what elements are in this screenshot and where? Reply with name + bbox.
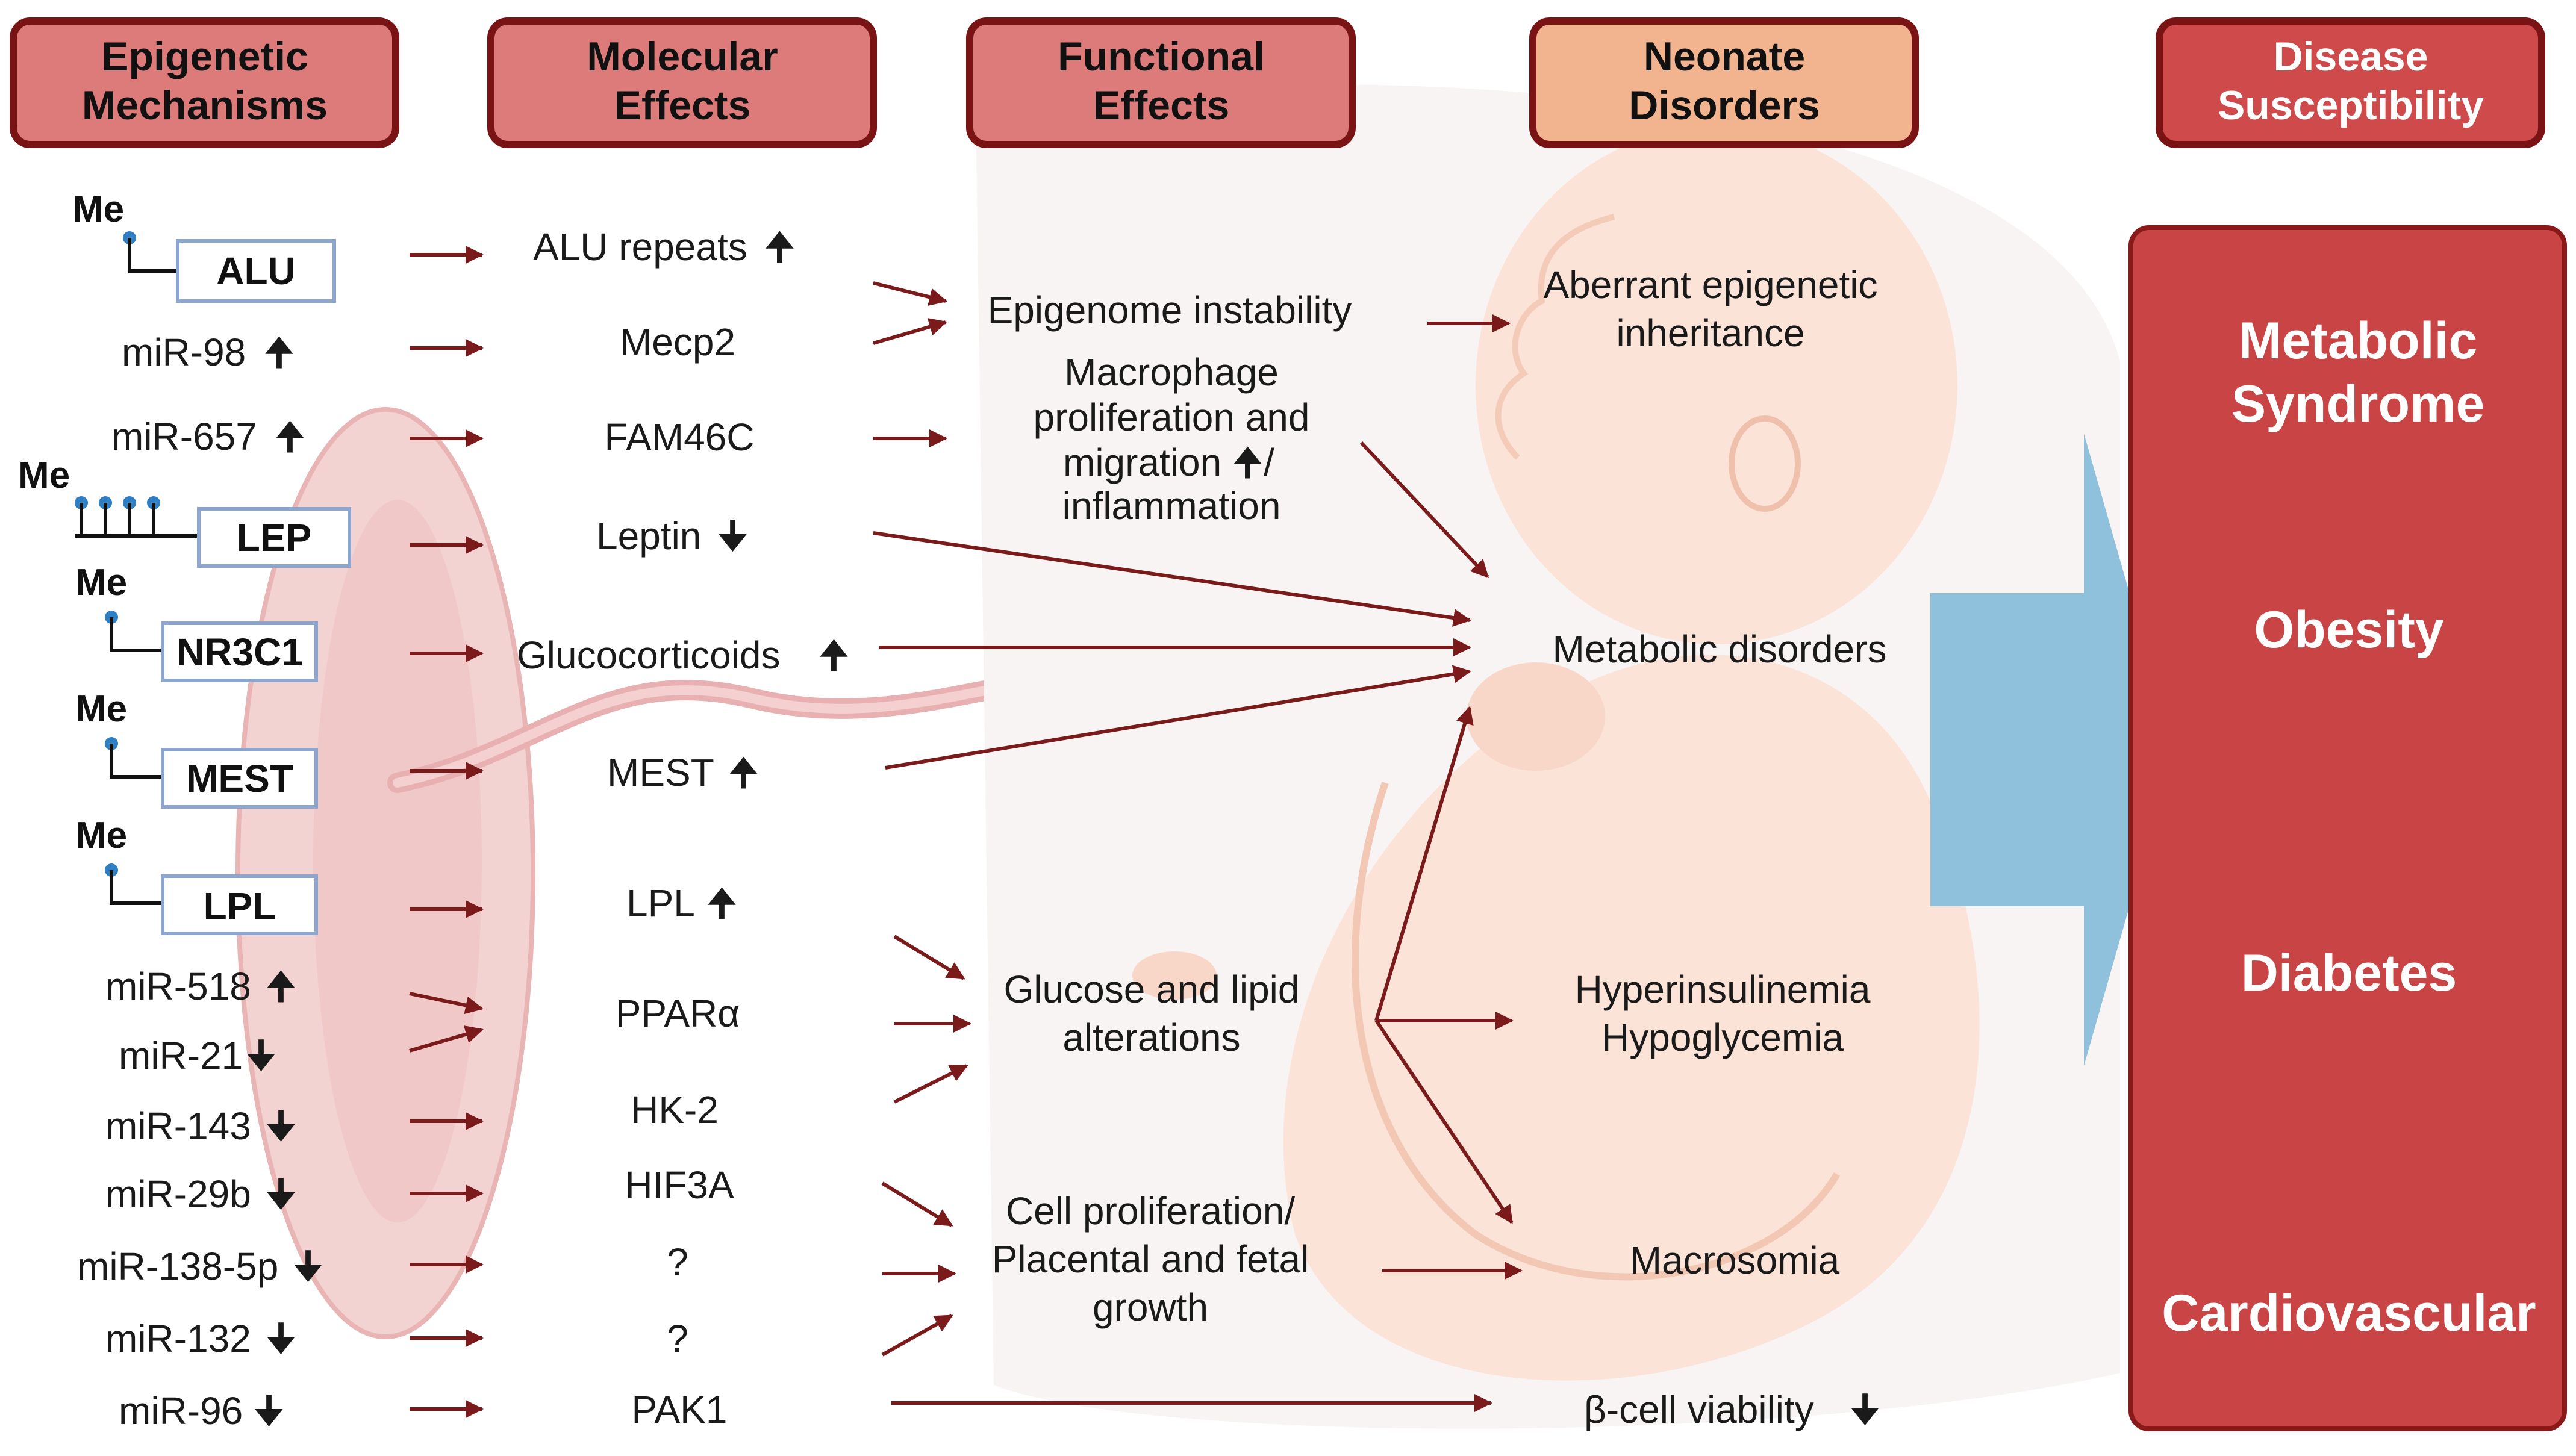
mol-unknown-2: ? xyxy=(667,1317,688,1360)
neo-hyper-2: Hypoglycemia xyxy=(1601,1016,1844,1059)
svg-text:Me: Me xyxy=(75,562,127,603)
mir29b-down-arrow: 🠋 xyxy=(265,1172,297,1216)
alu-up-arrow: 🠉 xyxy=(764,225,796,269)
disease-metabolic-syndrome: Metabolic xyxy=(2239,312,2478,370)
glucocorticoids-up-arrow: 🠉 xyxy=(818,633,850,677)
mech-nr3c1: Me NR3C1 xyxy=(75,562,318,682)
mech-alu: Me ALU xyxy=(72,188,336,303)
func-macrophage-4: inflammation xyxy=(1062,484,1281,527)
mest-up-arrow: 🠉 xyxy=(728,751,759,794)
mech-mir98: miR-98 xyxy=(122,331,246,374)
mech-lpl: Me LPL xyxy=(75,815,318,935)
arrows-func-to-neo xyxy=(1359,314,1523,1280)
disease-panel: Metabolic Syndrome Obesity Diabetes Card… xyxy=(2128,225,2567,1431)
header-functional-effects: Functional Effects xyxy=(966,17,1356,148)
mech-mir657: miR-657 xyxy=(111,415,257,458)
func-cell-prolif-3: growth xyxy=(1093,1286,1208,1329)
svg-text:Me: Me xyxy=(75,688,127,730)
mech-mir132: miR-132 xyxy=(105,1317,251,1360)
svg-text:Me: Me xyxy=(18,455,70,496)
disease-metabolic-syndrome-line2: Syndrome xyxy=(2231,375,2485,433)
func-glucose-1: Glucose and lipid xyxy=(1004,968,1300,1011)
mol-mest: MEST xyxy=(607,751,714,794)
svg-text:Me: Me xyxy=(72,188,124,230)
mir132-down-arrow: 🠋 xyxy=(265,1317,297,1360)
svg-text:Mechanisms: Mechanisms xyxy=(82,82,328,128)
svg-text:NR3C1: NR3C1 xyxy=(176,630,303,674)
mech-mir29b: miR-29b xyxy=(105,1172,251,1216)
mir518-up-arrow: 🠉 xyxy=(265,965,297,1008)
svg-text:MEST: MEST xyxy=(186,757,293,800)
mech-mir96: miR-96 xyxy=(119,1389,243,1433)
mir657-up-arrow: 🠉 xyxy=(274,415,306,458)
neo-hyper-1: Hyperinsulinemia xyxy=(1575,968,1871,1011)
func-macrophage-slash: / xyxy=(1264,441,1274,484)
svg-text:ALU: ALU xyxy=(216,249,296,293)
mol-pak1: PAK1 xyxy=(632,1388,728,1431)
func-cell-prolif-1: Cell proliferation/ xyxy=(1006,1189,1295,1233)
svg-text:Susceptibility: Susceptibility xyxy=(2218,82,2484,128)
mech-mir138: miR-138-5p xyxy=(77,1245,278,1288)
mol-hk2: HK-2 xyxy=(631,1088,719,1131)
mol-leptin: Leptin xyxy=(596,514,701,558)
svg-text:Me: Me xyxy=(75,815,127,856)
mech-mir21: miR-21 xyxy=(119,1034,243,1077)
lpl-up-arrow: 🠉 xyxy=(706,882,738,925)
func-macrophage-1: Macrophage xyxy=(1064,350,1279,394)
neo-macrosomia: Macrosomia xyxy=(1630,1239,1840,1282)
svg-text:Disorders: Disorders xyxy=(1629,82,1820,128)
neo-beta-cell: β-cell viability xyxy=(1584,1388,1814,1431)
func-macrophage-2: proliferation and xyxy=(1034,396,1310,439)
header-neonate-disorders: Neonate Disorders xyxy=(1529,17,1919,148)
leptin-down-arrow: 🠋 xyxy=(717,514,749,558)
mol-hif3a: HIF3A xyxy=(625,1163,734,1207)
svg-text:Effects: Effects xyxy=(614,82,751,128)
func-glucose-2: alterations xyxy=(1062,1016,1240,1059)
neo-aberrant-2: inheritance xyxy=(1616,311,1804,355)
mir21-down-arrow: 🠋 xyxy=(245,1034,277,1077)
header-epigenetic-mechanisms: Epigenetic Mechanisms xyxy=(10,17,399,148)
disease-obesity: Obesity xyxy=(2254,601,2444,659)
svg-text:Epigenetic: Epigenetic xyxy=(101,34,308,79)
mir143-down-arrow: 🠋 xyxy=(265,1104,297,1148)
mol-lpl: LPL xyxy=(626,882,695,925)
neo-metabolic-disorders: Metabolic disorders xyxy=(1553,627,1887,671)
svg-text:Functional: Functional xyxy=(1058,34,1265,79)
mech-lep: Me LEP xyxy=(18,455,351,568)
svg-text:Effects: Effects xyxy=(1093,82,1230,128)
svg-text:LEP: LEP xyxy=(237,516,311,559)
arrows-mol-to-func xyxy=(873,281,1492,1412)
mech-mest: Me MEST xyxy=(75,688,318,809)
mol-fam46c: FAM46C xyxy=(605,415,755,459)
mol-alu-repeats: ALU repeats xyxy=(533,225,747,269)
disease-cardiovascular: Cardiovascular xyxy=(2162,1284,2536,1342)
mol-unknown-1: ? xyxy=(667,1240,688,1284)
func-macrophage-3: migration xyxy=(1063,441,1221,484)
disease-diabetes: Diabetes xyxy=(2241,944,2457,1002)
neo-aberrant-1: Aberrant epigenetic xyxy=(1543,263,1877,306)
mir96-down-arrow: 🠋 xyxy=(253,1389,285,1433)
arrows-mech-to-mol xyxy=(409,246,484,1418)
header-molecular-effects: Molecular Effects xyxy=(487,17,877,148)
mol-ppara: PPARα xyxy=(616,992,740,1035)
mol-glucocorticoids: Glucocorticoids xyxy=(517,633,781,677)
beta-cell-down-arrow: 🠋 xyxy=(1849,1388,1881,1431)
mech-mir518: miR-518 xyxy=(105,965,251,1008)
big-blue-arrow xyxy=(1930,434,2174,1066)
header-disease-susceptibility: Disease Susceptibility xyxy=(2156,17,2545,148)
func-epigenome-instability: Epigenome instability xyxy=(988,288,1352,332)
mech-mir143: miR-143 xyxy=(105,1104,251,1148)
mir138-down-arrow: 🠋 xyxy=(292,1245,324,1288)
mir98-up-arrow: 🠉 xyxy=(263,331,295,374)
svg-text:Molecular: Molecular xyxy=(587,34,778,79)
macrophage-up-arrow: 🠉 xyxy=(1232,441,1264,484)
func-cell-prolif-2: Placental and fetal xyxy=(992,1237,1309,1281)
mol-mecp2: Mecp2 xyxy=(620,320,735,364)
svg-text:LPL: LPL xyxy=(204,885,276,928)
fetus-illustration xyxy=(976,84,2120,1429)
svg-text:Disease: Disease xyxy=(2273,34,2428,79)
svg-text:Neonate: Neonate xyxy=(1644,34,1805,79)
